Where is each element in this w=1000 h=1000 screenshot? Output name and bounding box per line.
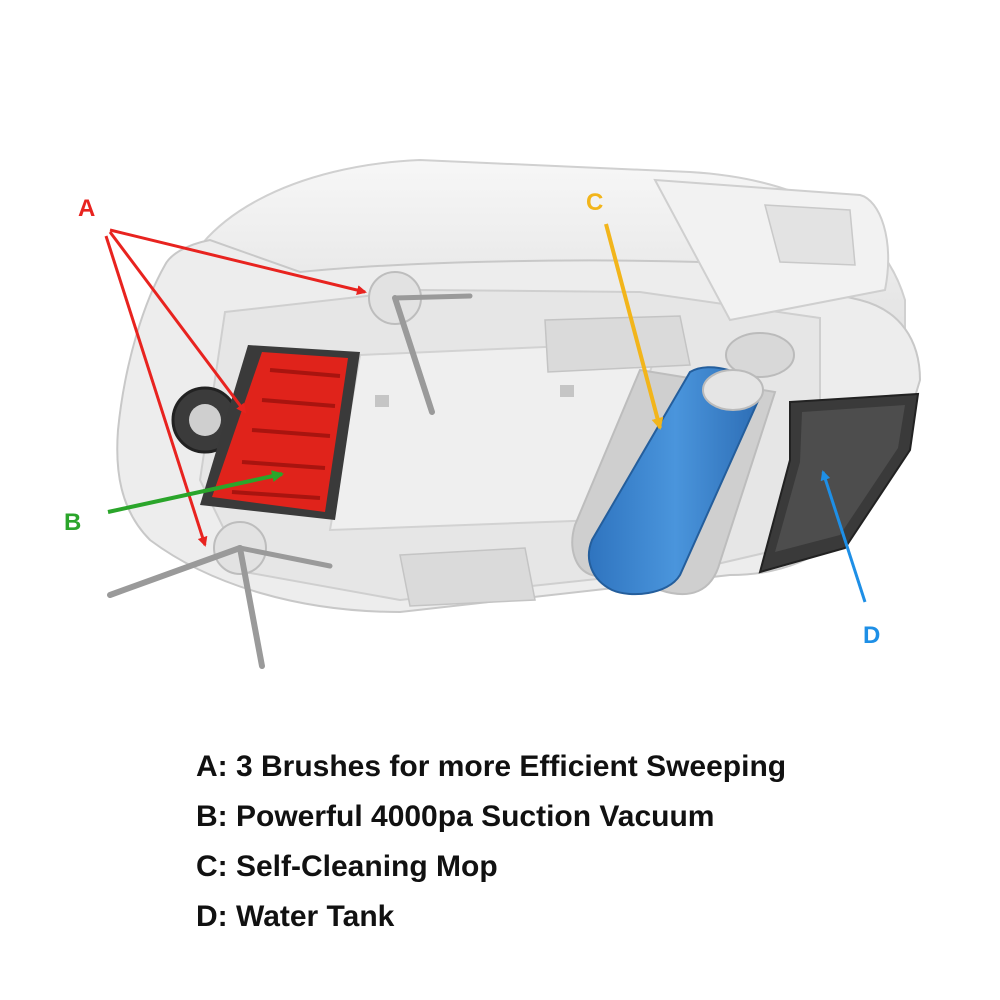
side-brush-top [368,271,473,415]
legend-item-c: C: Self-Cleaning Mop [196,850,498,883]
callout-a-arrow-top [109,228,367,295]
legend-item-a: A: 3 Brushes for more Efficient Sweeping [196,750,787,783]
side-brush-bottom [107,521,333,669]
callout-a-arrow-brush [108,231,247,414]
mop-roller [571,366,777,596]
legend-item-d: D: Water Tank [196,900,395,933]
water-tank [758,392,920,574]
callout-label-d: D [863,622,880,649]
main-brush [200,345,360,520]
callout-d-arrow [820,470,867,603]
callout-label-b: B [64,509,81,536]
callout-label-c: C [586,189,603,216]
callout-b-arrow [107,470,284,514]
callout-c-arrow [604,223,664,430]
callout-label-a: A [78,195,95,222]
legend: A: 3 Brushes for more Efficient Sweeping… [196,742,956,942]
robot-vacuum-diagram: A B C D [64,158,922,669]
legend-item-b: B: Powerful 4000pa Suction Vacuum [196,800,715,833]
